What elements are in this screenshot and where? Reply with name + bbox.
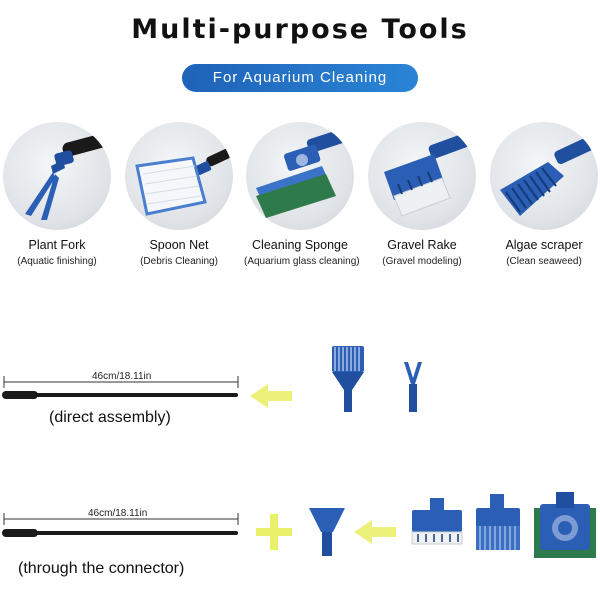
dimension-line: [3, 376, 239, 388]
tool-desc: (Aquarium glass cleaning): [244, 256, 360, 267]
tool-desc: (Aquatic finishing): [17, 256, 97, 267]
tool-name: Spoon Net: [149, 238, 209, 252]
page-title: Multi-purpose Tools: [131, 14, 469, 45]
tool-name: Algae scraper: [505, 238, 583, 252]
assembly-caption: (direct assembly): [49, 409, 171, 426]
extension-rod: [2, 391, 238, 399]
tool-name: Cleaning Sponge: [252, 238, 348, 252]
tool-desc: (Clean seaweed): [506, 256, 582, 267]
tool-plant-fork: Plant Fork (Aquatic finishing): [1, 122, 113, 267]
spoon-net-icon: [125, 122, 233, 230]
cleaning-sponge-head-icon: [534, 492, 596, 558]
gravel-rake-head-icon: [411, 498, 463, 545]
tool-spoon-net: Spoon Net (Debris Cleaning): [123, 122, 235, 267]
extension-rod: [2, 529, 238, 537]
assembly-caption: (through the connector): [18, 560, 185, 577]
algae-scraper-head-icon: [476, 494, 520, 550]
subtitle-badge: For Aquarium Cleaning: [182, 64, 418, 92]
dimension-label: 46cm/18.11in: [92, 371, 152, 382]
dimension-label: 46cm/18.11in: [88, 508, 148, 519]
plant-fork-icon: [3, 122, 111, 230]
tool-algae-scraper: Algae scraper (Clean seaweed): [488, 122, 600, 267]
arrow-left-icon: [250, 384, 292, 408]
connector-icon: [309, 508, 345, 556]
tool-name: Plant Fork: [28, 238, 86, 252]
plus-icon: [256, 514, 292, 550]
tool-cleaning-sponge: Cleaning Sponge (Aquarium glass cleaning…: [244, 122, 360, 267]
tool-desc: (Debris Cleaning): [140, 256, 218, 267]
plant-fork-head-icon: [404, 362, 422, 412]
tool-gravel-rake: Gravel Rake (Gravel modeling): [366, 122, 478, 267]
arrow-left-icon: [354, 520, 396, 544]
algae-scraper-head-icon: [332, 346, 364, 412]
tool-name: Gravel Rake: [387, 238, 457, 252]
tool-desc: (Gravel modeling): [382, 256, 462, 267]
cleaning-sponge-icon: [246, 122, 354, 230]
gravel-rake-icon: [368, 122, 476, 230]
dimension-line: [3, 513, 239, 525]
algae-scraper-icon: [490, 122, 598, 230]
